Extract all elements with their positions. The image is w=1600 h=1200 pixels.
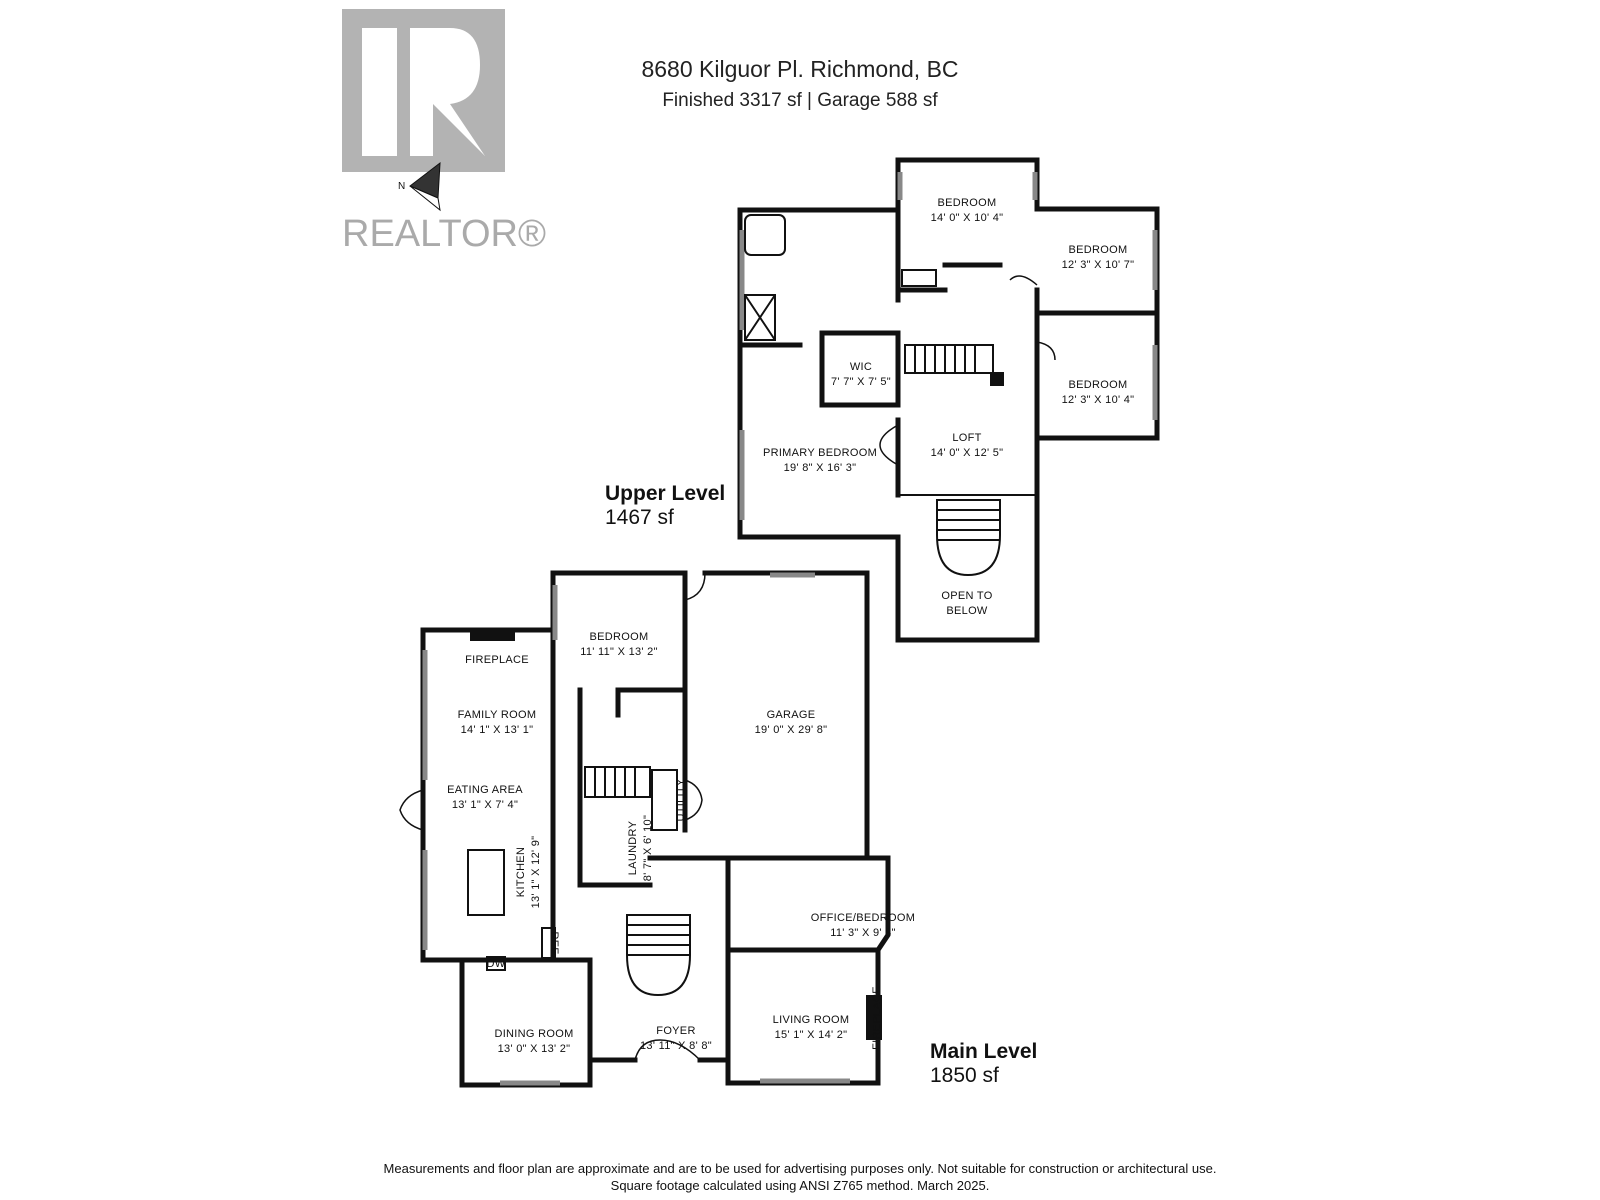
svg-text:14' 0" X 12' 5": 14' 0" X 12' 5" <box>931 447 1004 459</box>
room-label-living-room: LIVING ROOM 15' 1" X 14' 2" <box>773 1014 850 1041</box>
disclaimer-line-1: Measurements and floor plan are approxim… <box>383 1161 1217 1176</box>
room-label-family-room: FAMILY ROOM 14' 1" X 13' 1" <box>458 709 537 736</box>
fireplace-label-family: FIREPLACE <box>465 654 529 666</box>
svg-text:OPEN TO: OPEN TO <box>941 590 992 602</box>
north-arrow-icon: N <box>398 161 441 212</box>
svg-text:BEDROOM: BEDROOM <box>590 631 649 643</box>
room-label-dining-room: DINING ROOM 13' 0" X 13' 2" <box>494 1028 573 1055</box>
svg-text:WIC: WIC <box>850 361 872 373</box>
svg-text:13' 0" X 13' 2": 13' 0" X 13' 2" <box>498 1043 571 1055</box>
svg-text:FOYER: FOYER <box>656 1025 695 1037</box>
realtor-wordmark: REALTOR® <box>342 213 546 255</box>
ref-label: REF <box>548 932 560 955</box>
main-level-area: 1850 sf <box>930 1064 999 1087</box>
svg-text:19' 0" X 29' 8": 19' 0" X 29' 8" <box>755 724 828 736</box>
address-title: 8680 Kilguor Pl. Richmond, BC <box>641 56 959 82</box>
svg-text:14' 1" X 13' 1": 14' 1" X 13' 1" <box>461 724 534 736</box>
svg-text:LOFT: LOFT <box>952 432 981 444</box>
room-label-foyer: FOYER 13' 11" X 8' 8" <box>640 1025 712 1052</box>
upper-level-area: 1467 sf <box>605 506 674 529</box>
svg-text:12' 3" X 10' 7": 12' 3" X 10' 7" <box>1062 259 1135 271</box>
svg-text:LAUNDRY: LAUNDRY <box>627 820 639 875</box>
svg-text:OFFICE/BEDROOM: OFFICE/BEDROOM <box>811 912 915 924</box>
fireplace-label-living: FIREPLACE <box>871 986 883 1050</box>
svg-text:13' 1" X 12' 9": 13' 1" X 12' 9" <box>530 836 542 909</box>
room-label-laundry: LAUNDRY 8' 7" X 6' 10" <box>627 815 654 881</box>
svg-text:BEDROOM: BEDROOM <box>938 197 997 209</box>
svg-text:11' 3" X 9' 3": 11' 3" X 9' 3" <box>830 927 896 939</box>
area-summary: Finished 3317 sf | Garage 588 sf <box>662 90 938 111</box>
stairs-main <box>584 766 691 997</box>
room-label-eating-area: EATING AREA 13' 1" X 7' 4" <box>447 784 523 811</box>
room-label-office-bedroom: OFFICE/BEDROOM 11' 3" X 9' 3" <box>811 912 915 939</box>
room-label-kitchen: KITCHEN 13' 1" X 12' 9" <box>515 836 542 909</box>
svg-text:EATING AREA: EATING AREA <box>447 784 523 796</box>
room-label-bedroom-upper-1: BEDROOM 14' 0" X 10' 4" <box>931 197 1004 224</box>
main-level-plan <box>399 570 891 1088</box>
room-label-wic: WIC 7' 7" X 7' 5" <box>831 361 891 388</box>
svg-text:BEDROOM: BEDROOM <box>1069 379 1128 391</box>
svg-text:GARAGE: GARAGE <box>767 709 816 721</box>
svg-text:BELOW: BELOW <box>946 605 988 617</box>
room-label-bedroom-main: BEDROOM 11' 11" X 13' 2" <box>580 631 658 658</box>
utility-label: UTILITY <box>675 778 687 821</box>
svg-text:19' 8" X 16' 3": 19' 8" X 16' 3" <box>784 462 857 474</box>
svg-text:14' 0" X 10' 4": 14' 0" X 10' 4" <box>931 212 1004 224</box>
realtor-logo: N REALTOR® <box>342 9 546 255</box>
svg-text:11' 11" X 13' 2": 11' 11" X 13' 2" <box>580 646 658 658</box>
room-label-primary-bedroom: PRIMARY BEDROOM 19' 8" X 16' 3" <box>763 447 877 474</box>
upper-level-name: Upper Level <box>605 482 726 505</box>
dw-label: DW <box>487 958 506 970</box>
main-level-name: Main Level <box>930 1040 1038 1063</box>
disclaimer: Measurements and floor plan are approxim… <box>0 1160 1600 1194</box>
svg-text:8' 7" X 6' 10": 8' 7" X 6' 10" <box>642 815 654 881</box>
kitchen-island <box>467 849 505 916</box>
room-label-garage: GARAGE 19' 0" X 29' 8" <box>755 709 828 736</box>
svg-text:PRIMARY BEDROOM: PRIMARY BEDROOM <box>763 447 877 459</box>
room-label-open-to-below: OPEN TO BELOW <box>941 590 992 617</box>
room-label-bedroom-upper-2: BEDROOM 12' 3" X 10' 7" <box>1062 244 1135 271</box>
svg-text:15' 1" X 14' 2": 15' 1" X 14' 2" <box>775 1029 848 1041</box>
upper-level-heading: Upper Level 1467 sf <box>605 482 725 530</box>
svg-text:LIVING ROOM: LIVING ROOM <box>773 1014 850 1026</box>
svg-text:13' 1" X 7' 4": 13' 1" X 7' 4" <box>452 799 518 811</box>
svg-text:BEDROOM: BEDROOM <box>1069 244 1128 256</box>
svg-text:12' 3" X 10' 4": 12' 3" X 10' 4" <box>1062 394 1135 406</box>
room-label-loft: LOFT 14' 0" X 12' 5" <box>931 432 1004 459</box>
svg-text:7' 7" X 7' 5": 7' 7" X 7' 5" <box>831 376 891 388</box>
stairs-upper <box>904 344 1004 577</box>
svg-text:13' 11" X 8' 8": 13' 11" X 8' 8" <box>640 1040 712 1052</box>
svg-text:DINING ROOM: DINING ROOM <box>494 1028 573 1040</box>
main-level-heading: Main Level 1850 sf <box>930 1040 1037 1088</box>
disclaimer-line-2: Square footage calculated using ANSI Z76… <box>610 1178 990 1193</box>
svg-text:KITCHEN: KITCHEN <box>515 847 527 897</box>
compass-label: N <box>398 181 405 192</box>
svg-text:FAMILY ROOM: FAMILY ROOM <box>458 709 537 721</box>
upper-level-plan <box>737 157 1160 643</box>
room-label-bedroom-upper-3: BEDROOM 12' 3" X 10' 4" <box>1062 379 1135 406</box>
